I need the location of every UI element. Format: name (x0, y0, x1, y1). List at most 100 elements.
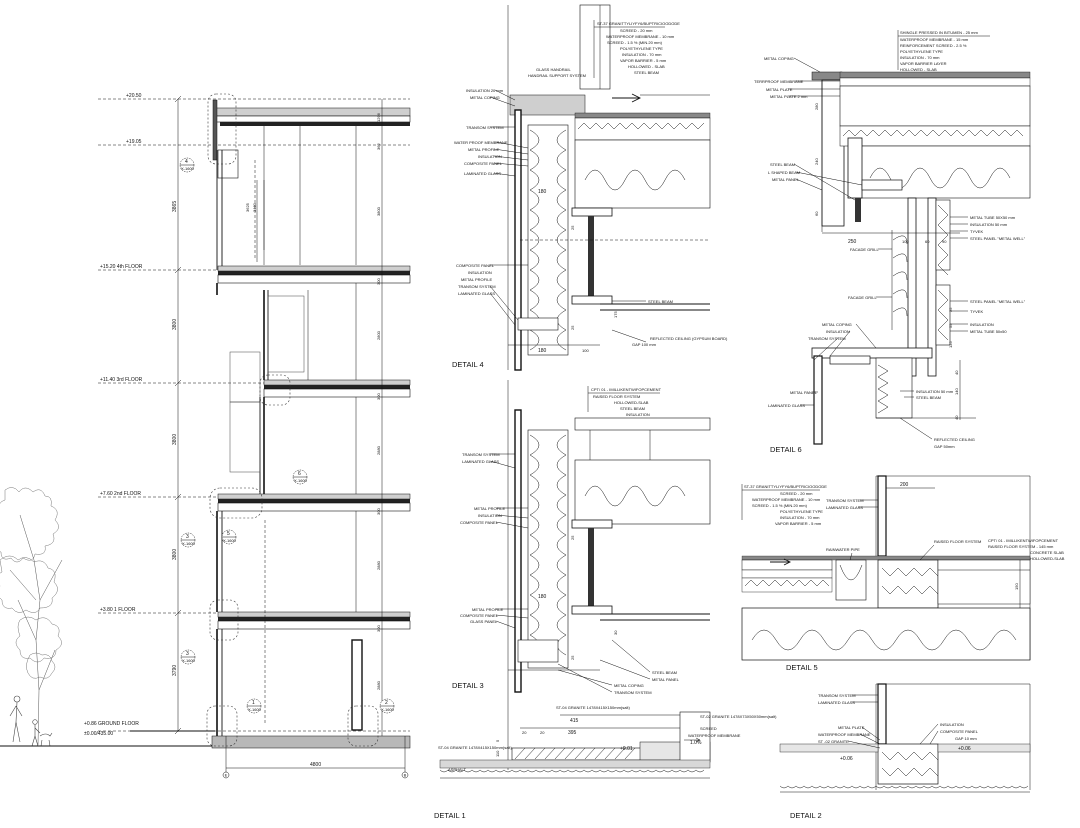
d4-spec-6: VAPOR BARRIER - 5 mm (620, 58, 667, 63)
d4-dim-5: 175 (613, 311, 618, 318)
d4-left-9: LAMINATED GLASS (464, 171, 501, 176)
d6-dim-9: 125 (948, 341, 953, 348)
d1-dim-0: 415 (570, 718, 579, 724)
callout-detail-2: 2 X-1600 (379, 698, 395, 714)
d1-dim-4: 110 (495, 750, 500, 757)
d6-right-11: GAP 50mm (934, 444, 955, 449)
d6-dim-4: 100 (902, 239, 909, 244)
d3-dim-0: 180 (538, 594, 547, 600)
callout-ref: X-1600 (381, 707, 395, 712)
d6-right-4: STEEL PANEL "METAL WELL" (970, 299, 1026, 304)
d4-spec-1: SCREED - 20 mm (620, 28, 653, 33)
level-label-1st: +3.80 1 FLOOR (100, 607, 136, 613)
d2-level-1: +0.06 (958, 746, 971, 752)
d3-spec-3: STEEL BEAM (620, 406, 645, 411)
d6-left-12: METAL PANEL (790, 390, 818, 395)
d6-dim-1: 240 (814, 158, 819, 165)
d3-spec-4: INSULATION (626, 412, 650, 417)
detail-2: TRANSOM SYSTEM LAMINATED GLASS METAL PLA… (779, 683, 1031, 820)
d5-dim-0: 200 (900, 482, 909, 488)
d6-dim-2: 60 (814, 211, 819, 216)
d5-dim-1: 150 (1014, 583, 1019, 590)
d5-spec-1: SCREED - 20 mm (780, 491, 813, 496)
d5-mid-0: RAINWATER PIPE (826, 547, 860, 552)
tree-illustration (0, 487, 63, 746)
d4-right-0: STEEL BEAM (648, 299, 673, 304)
d6-dim-7: 25 (948, 307, 953, 312)
d6-left-5: L SHAPED BEAM (768, 170, 800, 175)
dim-inner-13: 300 (376, 625, 381, 632)
d6-spec-3: POLYETHYLENE TYPE (900, 49, 943, 54)
d6-right-8: INSULATION 50 mm (916, 389, 954, 394)
d2-label-4: ST -02 GRANITE (818, 739, 849, 744)
d4-dim-2: 100 (582, 348, 589, 353)
d6-right-6: INSULATION (970, 322, 994, 327)
d4-left-0: GLASS HANDRAIL (536, 67, 571, 72)
dim-left-5: 3790 (172, 665, 178, 676)
d2-level-0: +0.06 (840, 756, 853, 762)
detail-1: 415 395 20 20 110 5 ST-04 GRANITE 1478X4… (434, 700, 777, 820)
d6-spec-5: VAPOR BARRIER LAYER (900, 61, 947, 66)
dim-inner-2: 3625 (245, 202, 250, 212)
callout-detail-1: 1 X-1600 (246, 698, 262, 714)
d6-left-6: METAL PANEL (772, 177, 800, 182)
d2-label-7: GAP 10 mm (955, 736, 977, 741)
d5-title: DETAIL 5 (786, 663, 818, 672)
level-label-19: +19.05 (126, 139, 142, 145)
d1-level-0: +0.01 (620, 746, 633, 752)
d3-left-5: METAL PROFILE (472, 607, 503, 612)
d3-right-2: METAL COPING (614, 683, 644, 688)
dim-inner-11: 300 (376, 508, 381, 515)
d1-label-2: SCREED (700, 726, 717, 731)
level-label-2nd: +7.60 2nd FLOOR (100, 491, 141, 497)
d6-spec-0: SHINGLE PRESSED IN BITUMEN - 25 mm (900, 30, 978, 35)
dim-inner-8: 300 (376, 393, 381, 400)
d4-dim-1: 180 (538, 348, 547, 354)
d3-right-0: STEEL BEAM (652, 670, 677, 675)
callout-detail-3b: 3 X-1600 (180, 649, 196, 665)
d1-dim-2: 20 (522, 730, 527, 735)
d5-spec-5: INSULATION - 70 mm (780, 515, 820, 520)
d6-right-5: TYVEK (970, 309, 983, 314)
callout-num: 2 (385, 700, 388, 706)
d5-right-2: CONCRETE SLAB (1030, 550, 1064, 555)
d4-spec-4: POLYETHYLENE TYPE (620, 46, 663, 51)
callout-num: 4 (185, 159, 188, 165)
d5-spec-6: VAPOR BARRIER - 5 mm (775, 521, 822, 526)
d3-left-4: COMPOSITE PANEL (460, 520, 499, 525)
callout-num: 5 (227, 531, 230, 537)
callout-detail-3: 3 X-1600 (180, 532, 196, 548)
dim-left-3: 3800 (172, 434, 178, 445)
d4-spec-5: INSULATION - 70 mm (622, 52, 662, 57)
d6-dim-12: 40 (954, 370, 959, 375)
d6-left-7: FACADE GRILL (850, 247, 879, 252)
detail-6: 280 240 60 250 100 60 90 25 55 125 40 14… (754, 30, 1031, 454)
wall-section: +20.50 +19.05 +15.20 4th FLOOR +11.40 3r… (84, 93, 411, 779)
d5-spec-4: POLYETHYLENE TYPE (780, 509, 823, 514)
d6-right-10: REFLECTED CEILING (934, 437, 975, 442)
d3-dim-3: 25 (570, 535, 575, 540)
d6-right-7: METAL TUBE 50x50 (970, 329, 1007, 334)
d4-right-1: REFLECTED CEILING (GYPSUM BOARD) (650, 336, 728, 341)
d2-label-0: TRANSOM SYSTEM (818, 693, 856, 698)
d4-spec-8: STEEL BEAM (634, 70, 659, 75)
d4-left-2: INSULATION 20 mm (466, 88, 504, 93)
d3-right-1: METAL PANEL (652, 677, 680, 682)
grid-B: B (404, 773, 407, 778)
d1-label-5: ASPHALT (448, 767, 466, 772)
callout-ref: X-1600 (182, 658, 196, 663)
d6-dim-11: 140 (954, 388, 959, 395)
d5-top-1: LAMINATED GLASS (826, 505, 863, 510)
dim-inner-6: 2800 (376, 330, 381, 340)
dim-inner-12: 2880 (376, 560, 381, 570)
d6-spec-2: REINFORCEMENT SCREED - 2.5 % (900, 43, 967, 48)
d6-left-9: METAL COPING (822, 322, 852, 327)
d4-dim-4: 25 (570, 225, 575, 230)
d4-left-4: TRANSOM SYSTEM (466, 125, 504, 130)
d5-spec-3: SCREED - 1.5 % (MIN.20 mm) (752, 503, 808, 508)
level-label-ground: +0.86 GROUND FLOOR (84, 721, 139, 727)
d5-spec-0: ST-37 GRANITTYLIYFY6/BUPTRICIOODODE (744, 484, 827, 489)
level-label-zero: ±0.00/435.00 (84, 731, 113, 737)
d2-label-2: METAL PLATE (838, 725, 865, 730)
